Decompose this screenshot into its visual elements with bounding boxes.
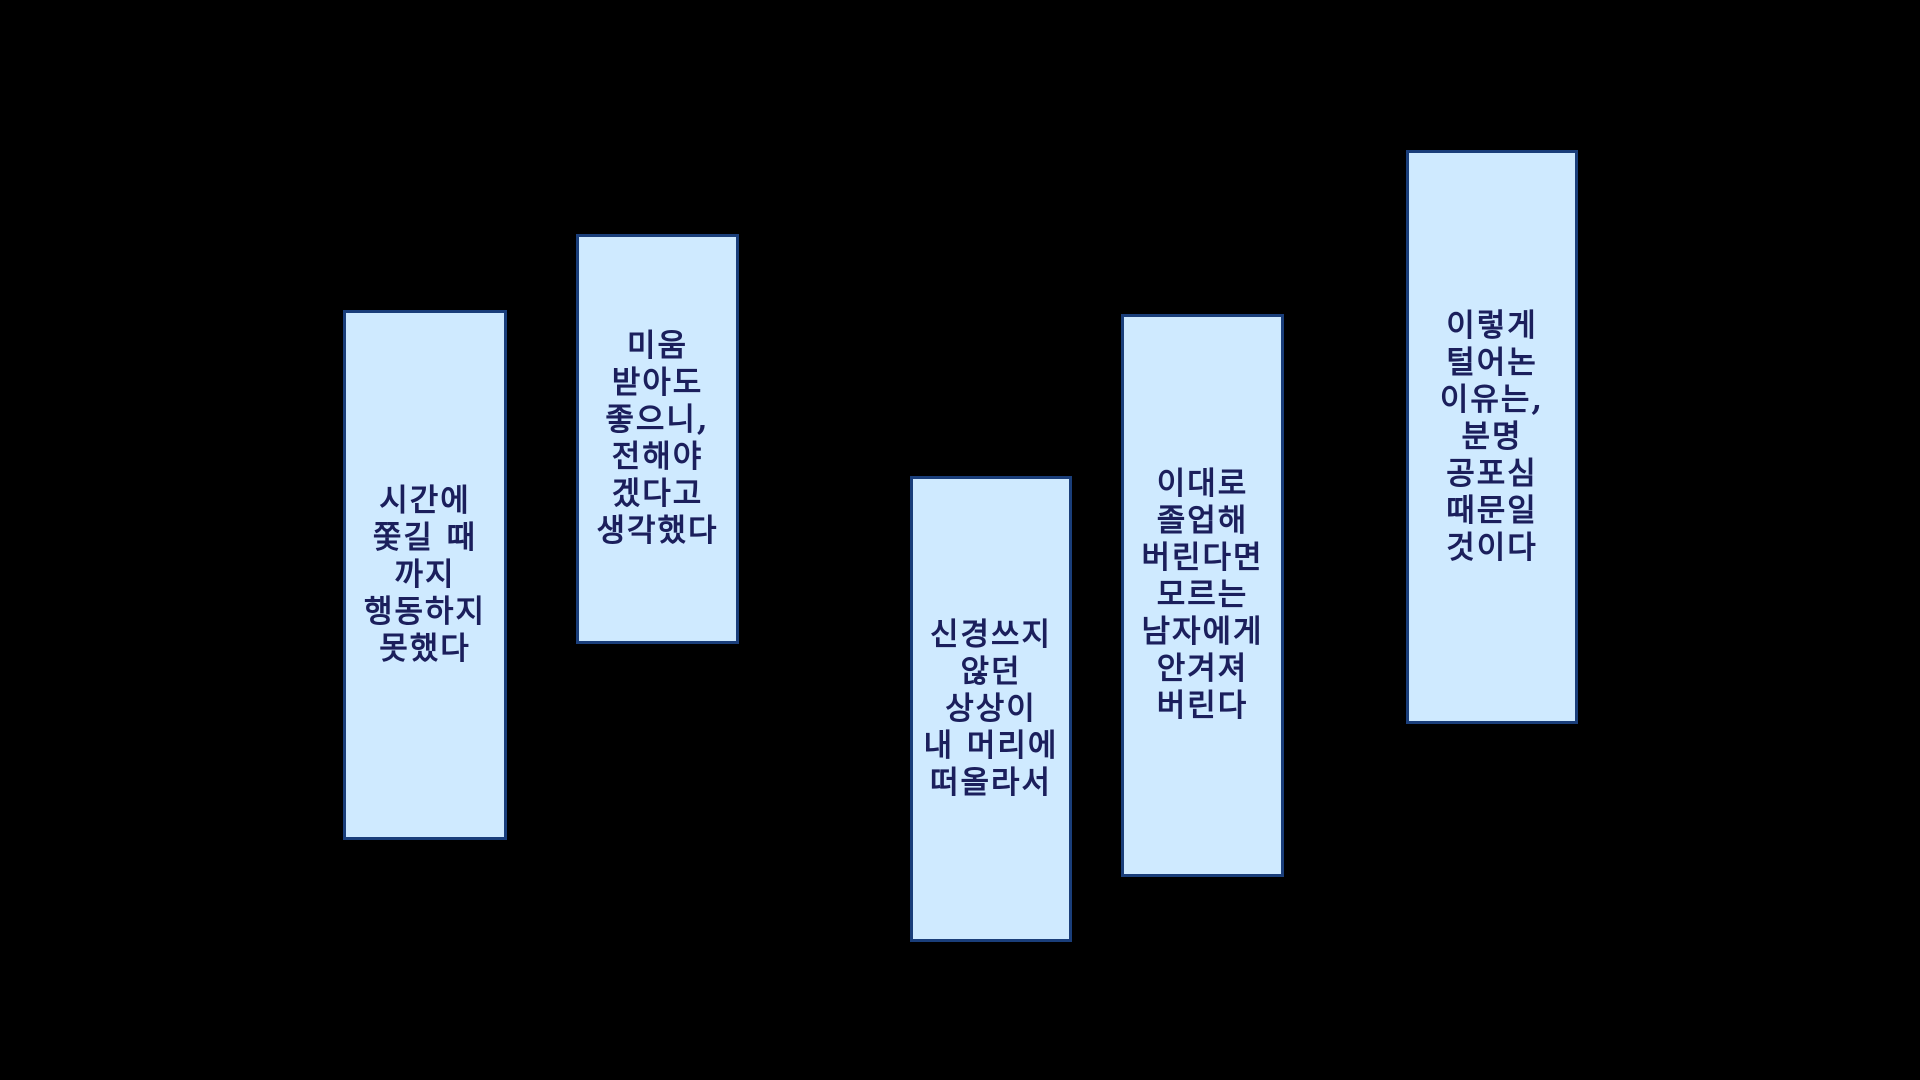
caption-line: 버린다면 — [1141, 540, 1264, 576]
caption-line: 신경쓰지 — [929, 616, 1053, 653]
caption-line: 떠올라서 — [929, 764, 1053, 801]
caption-line: 졸업해 — [1156, 503, 1249, 539]
caption-line: 때문일 — [1446, 492, 1538, 529]
caption-box-5: 이렇게 털어논 이유는, 분명 공포심 때문일 것이다 — [1406, 150, 1578, 724]
caption-line: 행동하지 — [363, 593, 487, 630]
caption-line: 미움 — [626, 328, 689, 364]
caption-line: 남자에게 — [1141, 614, 1264, 650]
caption-line: 까지 — [394, 556, 456, 593]
caption-line: 털어논 — [1446, 344, 1538, 381]
caption-line: 분명 — [1461, 418, 1523, 455]
caption-line: 상상이 — [945, 690, 1037, 727]
caption-line: 공포심 — [1446, 455, 1538, 492]
caption-line: 못했다 — [379, 630, 471, 667]
caption-line: 않던 — [960, 653, 1022, 690]
caption-line: 시간에 — [379, 482, 471, 519]
caption-line: 전해야 — [611, 439, 704, 475]
caption-line: 안겨져 — [1156, 651, 1249, 687]
caption-box-4: 이대로 졸업해 버린다면 모르는 남자에게 안겨져 버린다 — [1121, 314, 1284, 877]
caption-line: 내 머리에 — [923, 727, 1059, 764]
caption-box-2: 미움 받아도 좋으니, 전해야 겠다고 생각했다 — [576, 234, 739, 644]
caption-line: 버린다 — [1156, 688, 1249, 724]
caption-line: 쫓길 때 — [372, 519, 478, 556]
caption-box-3: 신경쓰지 않던 상상이 내 머리에 떠올라서 — [910, 476, 1072, 942]
caption-line: 이렇게 — [1446, 307, 1538, 344]
caption-line: 것이다 — [1446, 529, 1538, 566]
caption-line: 받아도 — [611, 365, 704, 401]
caption-line: 모르는 — [1156, 577, 1249, 613]
caption-box-1: 시간에 쫓길 때 까지 행동하지 못했다 — [343, 310, 507, 840]
caption-line: 좋으니, — [605, 402, 710, 438]
caption-line: 이유는, — [1439, 381, 1545, 418]
caption-line: 이대로 — [1156, 466, 1249, 502]
caption-line: 생각했다 — [596, 513, 719, 549]
caption-line: 겠다고 — [611, 476, 704, 512]
